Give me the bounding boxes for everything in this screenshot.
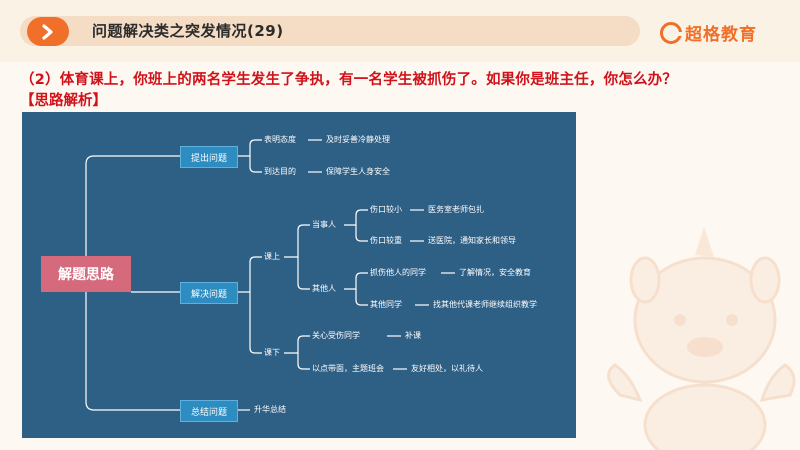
node-minor-wound: 伤口较小 <box>370 205 402 214</box>
node-other-students-detail: 找其他代课老师继续组织教学 <box>433 300 537 309</box>
brand-mark-icon <box>660 21 682 44</box>
mindmap-connectors <box>85 139 455 411</box>
node-summary-detail: 升华总结 <box>254 405 286 414</box>
branch-summarize-problem: 总结问题 <box>180 400 238 422</box>
node-serious-wound-detail: 送医院，通知家长和领导 <box>428 236 516 245</box>
node-serious-wound: 伤口较重 <box>370 236 402 245</box>
node-care-injured-detail: 补课 <box>405 331 421 340</box>
node-other-students: 其他同学 <box>370 300 402 309</box>
node-attitude: 表明态度 <box>264 135 296 144</box>
slide-title: 问题解决类之突发情况(29) <box>92 22 284 40</box>
node-others: 其他人 <box>312 284 336 293</box>
branch-solve-problem: 解决问题 <box>180 282 238 304</box>
node-minor-wound-detail: 医务室老师包扎 <box>428 205 484 214</box>
node-scratcher: 抓伤他人的同学 <box>370 268 426 277</box>
unicorn-mascot-icon <box>607 227 796 450</box>
node-parties: 当事人 <box>312 220 336 229</box>
mindmap-diagram: 解题思路 提出问题 解决问题 总结问题 表明态度 及时妥善冷静处理 到达目的 保… <box>22 112 576 438</box>
node-care-injured: 关心受伤同学 <box>312 331 360 340</box>
title-bar <box>20 16 640 46</box>
node-attitude-detail: 及时妥善冷静处理 <box>326 135 390 144</box>
node-goal: 到达目的 <box>264 167 296 176</box>
node-scratcher-detail: 了解情况，安全教育 <box>459 268 531 277</box>
section-label: 【思路解析】 <box>20 93 107 109</box>
node-in-class: 课上 <box>264 252 280 261</box>
node-goal-detail: 保障学生人身安全 <box>326 167 390 176</box>
question-text: （2）体育课上，你班上的两名学生发生了争执，有一名学生被抓伤了。如果你是班主任，… <box>20 72 678 88</box>
node-class-meeting-detail: 友好相处，以礼待人 <box>411 364 483 373</box>
node-after-class: 课下 <box>264 348 280 357</box>
chevron-right-icon <box>27 17 69 46</box>
root-node: 解题思路 <box>41 256 131 292</box>
branch-raise-problem: 提出问题 <box>180 146 238 168</box>
brand-logo: 超格教育 <box>660 20 757 45</box>
node-class-meeting: 以点带面，主题班会 <box>312 364 384 373</box>
brand-name: 超格教育 <box>685 25 757 45</box>
